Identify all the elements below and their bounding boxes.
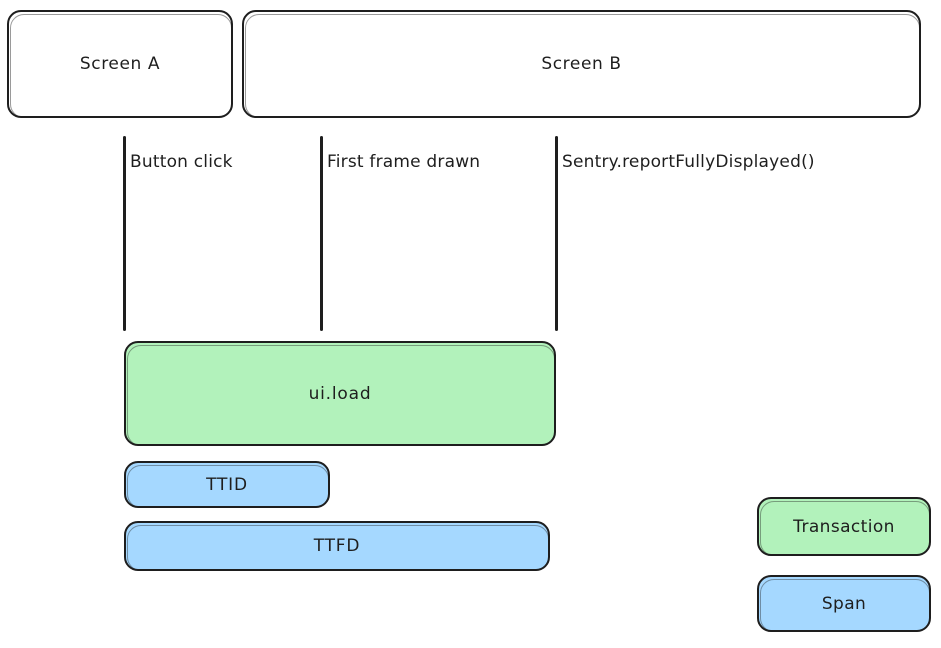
marker-label-first-frame-drawn: First frame drawn [327,152,481,172]
screen-box-b[interactable]: Screen B [242,10,921,118]
marker-line-first-frame-drawn [320,136,323,331]
legend-item-transaction-label: Transaction [793,516,895,537]
bar-ui-load-label: ui.load [308,383,372,404]
bar-ttfd[interactable]: TTFD [124,521,550,571]
legend-item-span[interactable]: Span [757,575,931,632]
marker-label-report-fully-displayed: Sentry.reportFullyDisplayed() [562,152,815,172]
marker-label-button-click: Button click [130,152,233,172]
marker-line-button-click [123,136,126,331]
bar-ttid-label: TTID [206,474,248,495]
legend-item-span-label: Span [821,593,867,614]
screen-box-a[interactable]: Screen A [7,10,233,118]
bar-ttid[interactable]: TTID [124,461,330,508]
legend-item-transaction[interactable]: Transaction [757,497,931,556]
screen-box-b-label: Screen B [541,54,622,74]
bar-ui-load[interactable]: ui.load [124,341,556,446]
marker-line-report-fully-displayed [555,136,558,331]
screen-box-a-label: Screen A [79,54,161,74]
bar-ttfd-label: TTFD [313,536,361,556]
